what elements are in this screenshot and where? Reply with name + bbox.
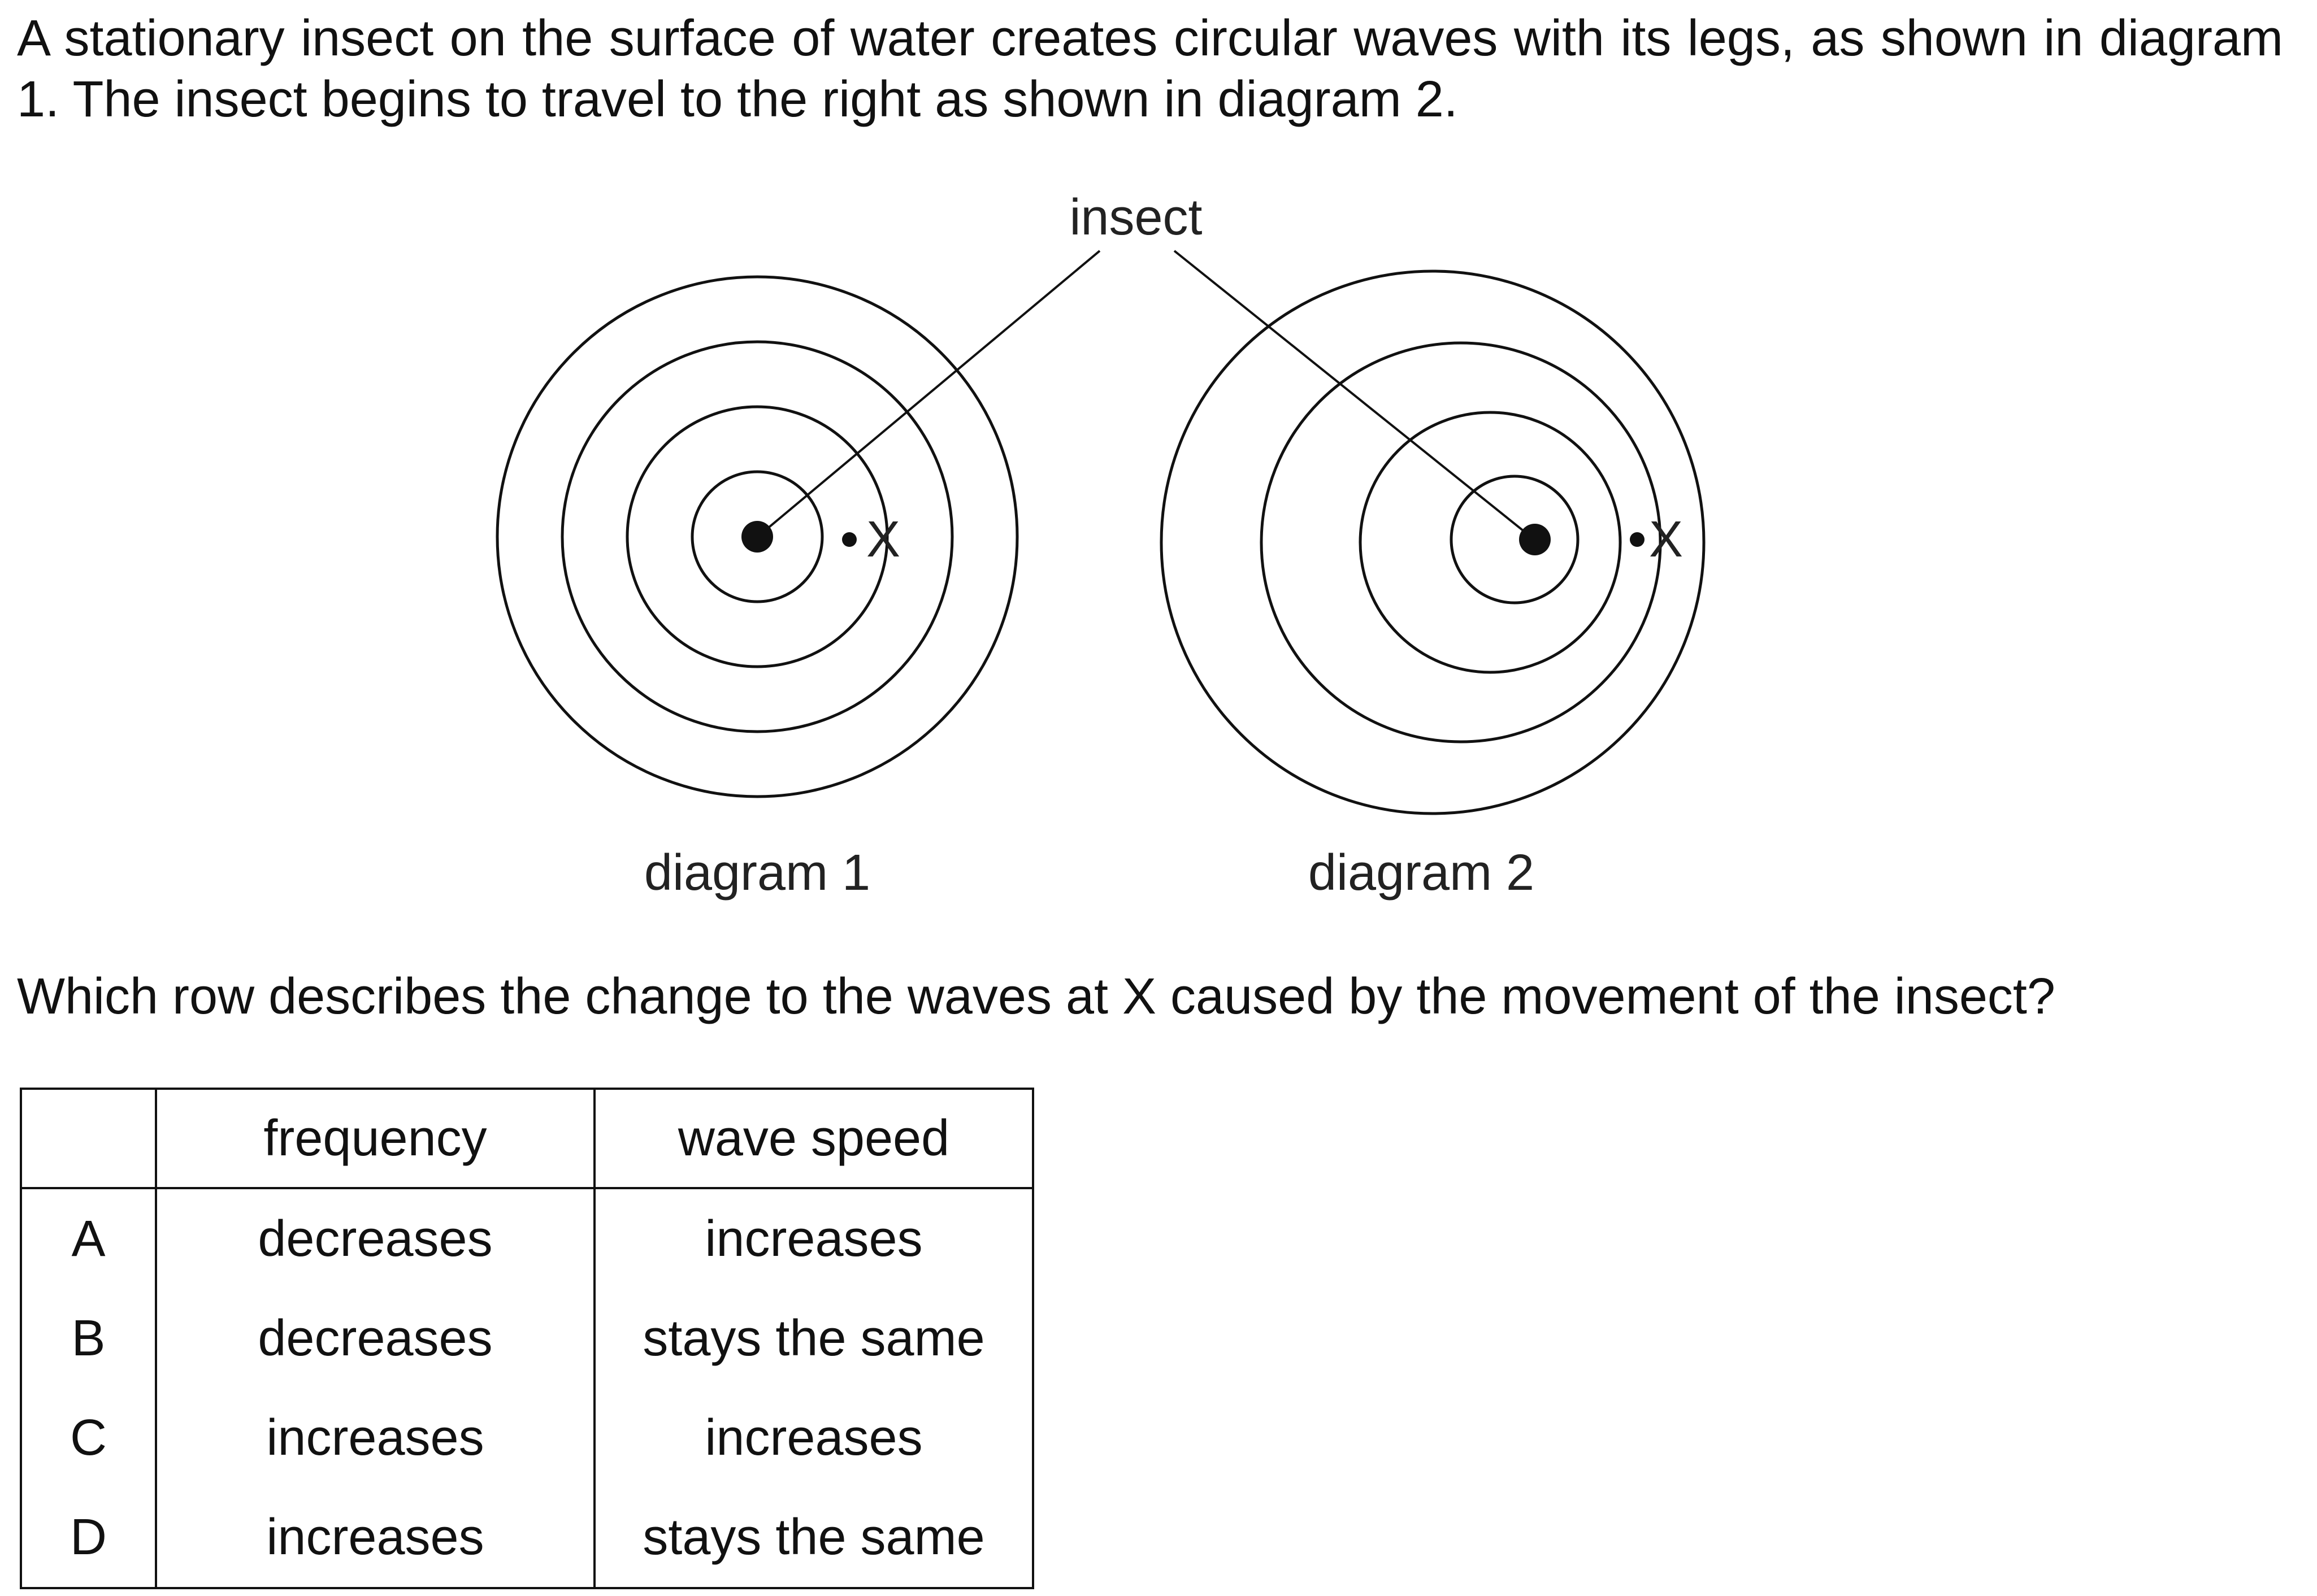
diagram2-point-x-label: X bbox=[1649, 511, 1683, 568]
insect-leader-line-1 bbox=[765, 250, 1101, 531]
header-wave-speed: wave speed bbox=[595, 1089, 1033, 1189]
diagram2-point-x-dot bbox=[1630, 532, 1645, 547]
diagram1-point-x-label: X bbox=[866, 511, 900, 568]
wave-diagrams: X X insect diagram 1 diagram 2 bbox=[496, 189, 1706, 901]
option-wave-speed: stays the same bbox=[643, 1508, 985, 1565]
diagram1-wavefront-4 bbox=[691, 470, 824, 603]
option-letter: D bbox=[21, 1488, 157, 1588]
answer-row-c[interactable]: C increases increases bbox=[21, 1388, 1033, 1488]
option-frequency: increases bbox=[156, 1488, 596, 1588]
header-frequency: frequency bbox=[156, 1089, 596, 1189]
option-wave-speed: stays the same bbox=[643, 1310, 985, 1367]
diagram2-wavefront-1 bbox=[1160, 269, 1706, 815]
answer-row-b[interactable]: B decreases stays the same bbox=[21, 1289, 1033, 1388]
diagram2-wavefront-3 bbox=[1359, 411, 1622, 674]
diagram1-point-x-dot bbox=[842, 532, 857, 547]
answer-table-header: frequency wave speed bbox=[21, 1089, 1033, 1189]
option-wave-speed: increases bbox=[705, 1210, 923, 1267]
answer-table: frequency wave speed A decreases increas… bbox=[20, 1088, 1034, 1589]
option-frequency: decreases bbox=[156, 1188, 596, 1289]
option-letter: C bbox=[21, 1388, 157, 1488]
diagram1-wavefront-3 bbox=[626, 405, 889, 668]
diagram2-caption: diagram 2 bbox=[1308, 845, 1534, 901]
option-letter: A bbox=[21, 1188, 157, 1289]
diagram2-insect-dot bbox=[1519, 524, 1551, 555]
question-intro: A stationary insect on the surface of wa… bbox=[17, 10, 2283, 128]
option-letter: B bbox=[21, 1289, 157, 1388]
option-frequency: decreases bbox=[156, 1289, 596, 1388]
answer-row-a[interactable]: A decreases increases bbox=[21, 1188, 1033, 1289]
option-wave-speed: increases bbox=[705, 1409, 923, 1466]
diagram1-wavefront-1 bbox=[496, 275, 1019, 798]
diagram-2 bbox=[1160, 269, 1706, 815]
diagram1-insect-dot bbox=[741, 521, 773, 553]
insect-leader-line-2 bbox=[1173, 250, 1527, 534]
diagram1-caption: diagram 1 bbox=[644, 845, 870, 901]
diagram1-wavefront-2 bbox=[561, 340, 954, 733]
diagram-1 bbox=[496, 275, 1019, 798]
question-prompt: Which row describes the change to the wa… bbox=[17, 968, 2055, 1025]
header-blank-cell bbox=[21, 1089, 157, 1189]
answer-row-d[interactable]: D increases stays the same bbox=[21, 1488, 1033, 1588]
diagram2-wavefront-2 bbox=[1260, 341, 1662, 743]
option-frequency: increases bbox=[156, 1388, 596, 1488]
insect-label: insect bbox=[1069, 189, 1202, 246]
diagram2-wavefront-4 bbox=[1450, 475, 1580, 605]
